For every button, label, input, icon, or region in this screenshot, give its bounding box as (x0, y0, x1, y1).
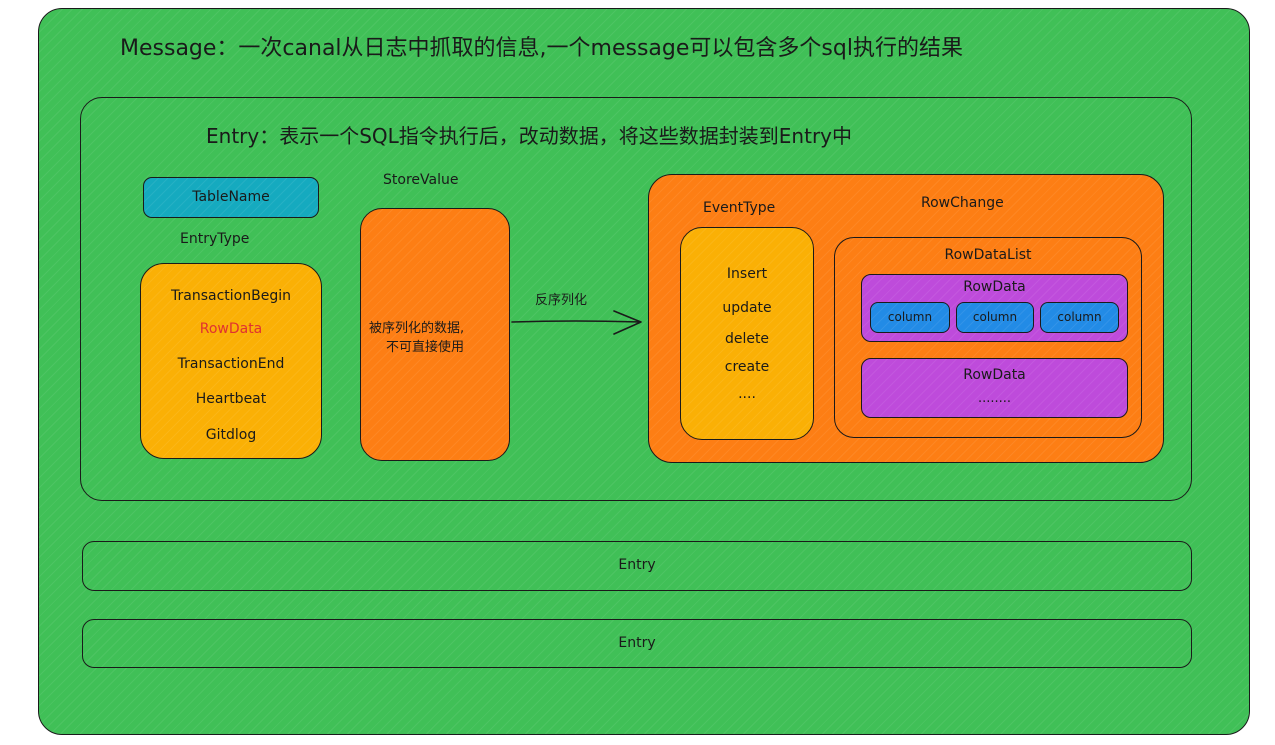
message-title: Message：一次canal从日志中抓取的信息,一个message可以包含多个… (120, 36, 963, 61)
entry-type-item: Heartbeat (195, 391, 267, 407)
event-type-item: delete (724, 331, 770, 347)
row-data-list-label: RowDataList (944, 247, 1032, 263)
event-type-item: Insert (726, 266, 768, 282)
row-data-label: RowData (963, 367, 1026, 383)
event-type-item: update (722, 300, 772, 316)
store-value-box: 被序列化的数据, 不可直接使用 (360, 208, 510, 461)
row-change-label: RowChange (921, 195, 1004, 211)
column-label: column (972, 310, 1018, 324)
row-data-box: RowData ........ (861, 358, 1128, 418)
column-label: column (1057, 310, 1102, 324)
table-name-label: TableName (192, 189, 270, 205)
store-value-line-1: 被序列化的数据, (369, 321, 465, 336)
column-box: column (1040, 302, 1119, 333)
column-label: column (887, 310, 933, 324)
entry-row: Entry (82, 619, 1192, 668)
column-box: column (870, 302, 950, 333)
entry-type-item: Gitdlog (205, 427, 257, 443)
event-type-label: EventType (703, 200, 776, 216)
entry-type-box: TransactionBegin RowData TransactionEnd … (140, 263, 322, 459)
row-data-more: ........ (977, 391, 1012, 406)
entry-type-label: EntryType (180, 231, 250, 247)
table-name-box: TableName (143, 177, 319, 218)
arrow-label: 反序列化 (535, 293, 588, 308)
event-type-item: create (724, 359, 770, 375)
store-value-line-2: 不可直接使用 (386, 340, 465, 355)
column-box: column (956, 302, 1034, 333)
event-type-item: .... (738, 386, 756, 402)
entry-row-label: Entry (618, 635, 656, 651)
entry-row: Entry (82, 541, 1192, 591)
entry-row-label: Entry (618, 557, 656, 573)
entry-type-item: TransactionBegin (171, 288, 291, 304)
entry-title: Entry：表示一个SQL指令执行后，改动数据，将这些数据封装到Entry中 (206, 124, 853, 148)
event-type-box: Insert update delete create .... (680, 227, 814, 440)
row-data-label: RowData (963, 279, 1026, 295)
store-value-label: StoreValue (383, 172, 459, 188)
entry-type-item-highlight: RowData (199, 321, 263, 337)
entry-type-item: TransactionEnd (177, 356, 285, 372)
